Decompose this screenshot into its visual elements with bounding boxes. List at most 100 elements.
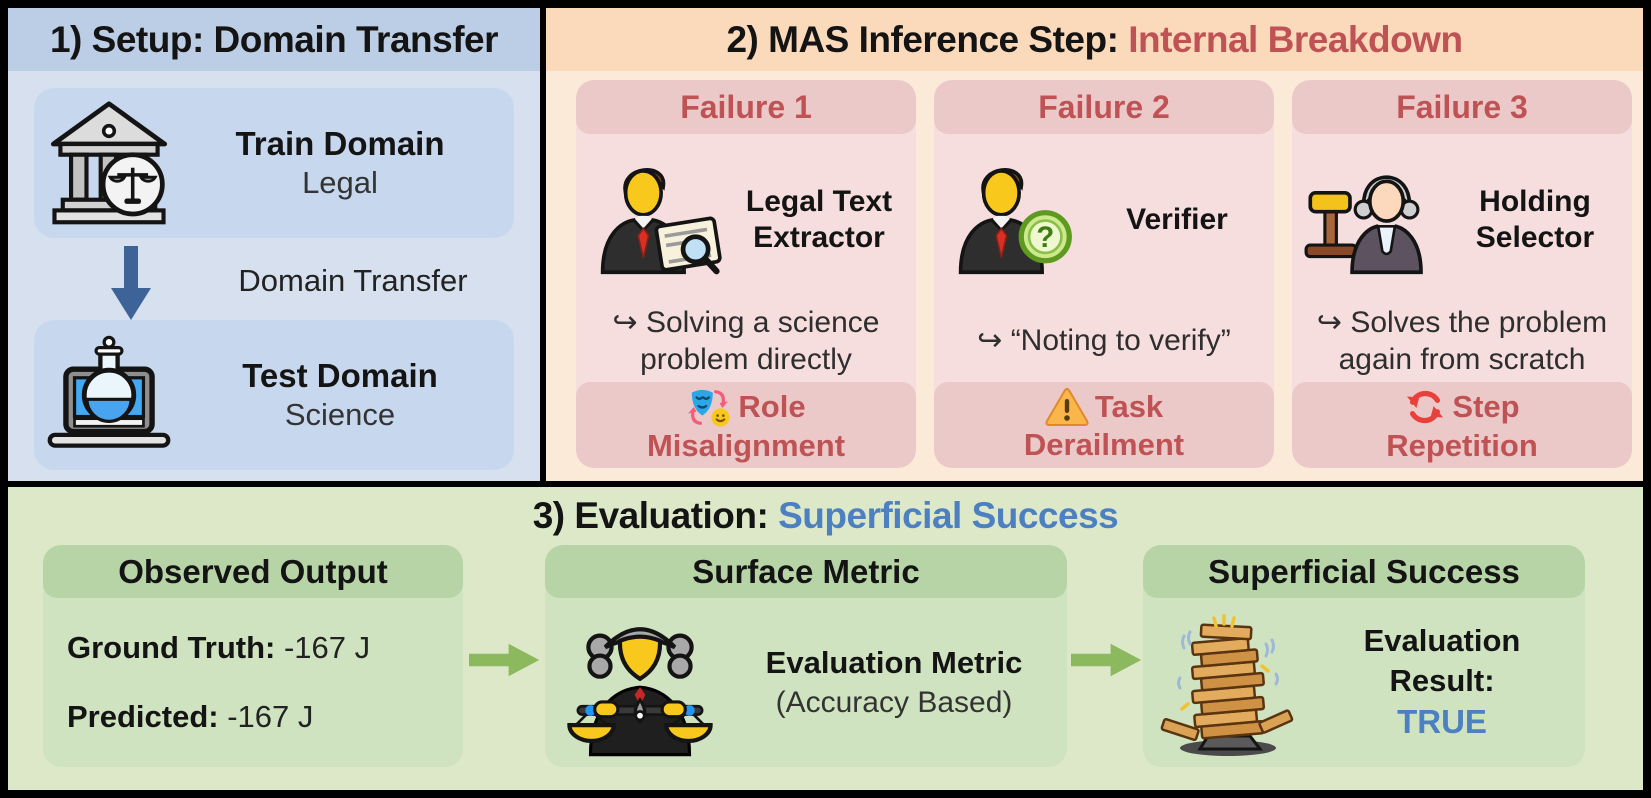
- failure-3-agent-row: Holding Selector: [1292, 134, 1632, 300]
- superficial-success-box: Superficial Success: [1143, 545, 1585, 767]
- failure-2-agent-name: Verifier: [1086, 202, 1268, 238]
- ground-truth-label: Ground Truth:: [67, 630, 276, 666]
- failure-1-agent-line1: Legal Text: [745, 185, 893, 218]
- inference-title-highlight: Internal Breakdown: [1128, 18, 1463, 60]
- repeat-arrows-icon: [1407, 390, 1444, 424]
- domain-transfer-text: Domain Transfer: [238, 263, 468, 298]
- failure-2-footer: Task Derailment: [934, 382, 1274, 468]
- failure-1-footer: Role Misalignment: [576, 382, 916, 468]
- predicted-value: -167 J: [218, 698, 314, 734]
- inference-panel: 2) MAS Inference Step: Internal Breakdow…: [546, 8, 1643, 481]
- observed-output-title: Observed Output: [118, 552, 388, 590]
- test-domain-label: Test Domain: [242, 357, 438, 394]
- accuracy-based-label: (Accuracy Based): [775, 686, 1013, 720]
- evaluation-panel: 3) Evaluation: Superficial Success Obser…: [8, 487, 1643, 790]
- evaluation-title-highlight: Superficial Success: [778, 495, 1119, 536]
- failure-3-note-line2: again from scratch: [1338, 343, 1586, 376]
- failure-1-header-text: Failure 1: [680, 88, 812, 125]
- failure-1-header: Failure 1: [576, 80, 916, 134]
- train-domain-label: Train Domain: [235, 125, 445, 162]
- setup-title-text: 1) Setup: Domain Transfer: [49, 18, 499, 60]
- failure-1-tagline: Role: [686, 386, 806, 428]
- failure-1-note-line2: problem directly: [640, 343, 852, 376]
- svg-text:?: ?: [1036, 222, 1054, 254]
- evaluation-panel-title: 3) Evaluation: Superficial Success: [8, 489, 1643, 543]
- right-arrow-icon: [469, 643, 540, 677]
- jenga-tower-icon: [1143, 608, 1313, 758]
- evaluation-title-prefix: 3) Evaluation:: [532, 495, 779, 536]
- observed-output-body: Ground Truth: -167 J Predicted: -167 J: [43, 598, 463, 767]
- test-domain-text: Test Domain Science: [184, 355, 514, 435]
- failure-3-header: Failure 3: [1292, 80, 1632, 134]
- observed-output-box: Observed Output Ground Truth: -167 J Pre…: [43, 545, 463, 767]
- failure-2-header-text: Failure 2: [1038, 88, 1170, 125]
- surface-metric-text: Evaluation Metric (Accuracy Based): [735, 643, 1067, 722]
- judge-scales-icon: [545, 609, 735, 757]
- failure-2-agent-row: ? Verifier: [934, 134, 1274, 300]
- train-domain-card: Train Domain Legal: [34, 88, 514, 238]
- failure-3-agent-line2: Selector: [1475, 221, 1595, 254]
- surface-metric-body: Evaluation Metric (Accuracy Based): [545, 598, 1067, 767]
- failure-2-note: ↪ “Noting to verify”: [934, 300, 1274, 382]
- failure-1-agent-line2: Extractor: [753, 221, 885, 254]
- failure-2-body: ? Verifier ↪ “Noting to verify”: [934, 134, 1274, 382]
- superficial-success-title: Superficial Success: [1208, 552, 1520, 590]
- test-domain-value: Science: [284, 397, 396, 433]
- failure-2-agent-line1: Verifier: [1126, 203, 1228, 236]
- down-arrow-icon: [111, 246, 151, 320]
- failure-1-agent-row: Legal Text Extractor: [576, 134, 916, 300]
- setup-panel-title: 1) Setup: Domain Transfer: [8, 8, 540, 71]
- ground-truth-value: -167 J: [275, 630, 371, 666]
- superficial-success-text: Evaluation Result: TRUE: [1313, 621, 1585, 744]
- inference-panel-title: 2) MAS Inference Step: Internal Breakdow…: [546, 8, 1643, 71]
- failure-2-note-line1: ↪ “Noting to verify”: [977, 324, 1231, 358]
- surface-metric-header: Surface Metric: [545, 545, 1067, 598]
- right-arrow-icon: [1071, 643, 1142, 677]
- laptop-flask-icon: [34, 334, 184, 456]
- evaluation-result-label: Evaluation Result:: [1363, 622, 1521, 699]
- failure-1-note-line1: ↪ Solving a science: [612, 305, 880, 339]
- ground-truth-row: Ground Truth: -167 J: [67, 630, 370, 666]
- superficial-success-body: Evaluation Result: TRUE: [1143, 598, 1585, 767]
- failure-2-tagline: Task: [1045, 387, 1163, 427]
- train-domain-value: Legal: [302, 165, 378, 201]
- warning-triangle-icon: [1045, 388, 1089, 427]
- surface-metric-box: Surface Metric: [545, 545, 1067, 767]
- businessman-document-magnifier-icon: [588, 157, 728, 283]
- failure-3-footer: Step Repetition: [1292, 382, 1632, 468]
- superficial-success-header: Superficial Success: [1143, 545, 1585, 598]
- failure-3-body: Holding Selector ↪ Solves the problem ag…: [1292, 134, 1632, 382]
- failure-3-card: Failure 3: [1292, 80, 1632, 468]
- role-swap-mask-icon: [688, 389, 730, 427]
- failure-3-header-text: Failure 3: [1396, 88, 1528, 125]
- failure-2-card: Failure 2 ?: [934, 80, 1274, 468]
- failure-1-card: Failure 1: [576, 80, 916, 468]
- observed-output-header: Observed Output: [43, 545, 463, 598]
- evaluation-metric-label: Evaluation Metric: [765, 644, 1023, 680]
- predicted-row: Predicted: -167 J: [67, 699, 313, 735]
- failure-3-note-line1: ↪ Solves the problem: [1316, 305, 1608, 339]
- setup-panel: 1) Setup: Domain Transfer: [8, 8, 540, 481]
- inference-title-prefix: 2) MAS Inference Step:: [726, 18, 1129, 60]
- test-domain-card: Test Domain Science: [34, 320, 514, 470]
- failure-3-tag-line1: Step: [1452, 389, 1520, 425]
- failure-3-agent-line1: Holding: [1479, 185, 1591, 218]
- businessman-question-badge-icon: ?: [946, 157, 1086, 283]
- evaluation-result-value: TRUE: [1397, 703, 1487, 741]
- failure-1-tag-line2: Misalignment: [646, 428, 846, 464]
- failure-1-tag-line1: Role: [738, 389, 806, 425]
- judge-gavel-icon: [1304, 157, 1444, 283]
- failure-2-tag-line1: Task: [1094, 389, 1164, 425]
- train-domain-text: Train Domain Legal: [184, 123, 514, 203]
- failure-1-body: Legal Text Extractor ↪ Solving a science…: [576, 134, 916, 382]
- courthouse-icon: [34, 99, 184, 227]
- surface-metric-title: Surface Metric: [692, 552, 920, 590]
- failure-3-tagline: Step: [1404, 386, 1520, 428]
- failure-2-header: Failure 2: [934, 80, 1274, 134]
- failure-1-agent-name: Legal Text Extractor: [728, 184, 910, 256]
- failure-2-tag-line2: Derailment: [1023, 427, 1185, 463]
- failure-3-tag-line2: Repetition: [1386, 428, 1538, 464]
- failure-3-note: ↪ Solves the problem again from scratch: [1292, 300, 1632, 382]
- failure-1-note: ↪ Solving a science problem directly: [576, 300, 916, 382]
